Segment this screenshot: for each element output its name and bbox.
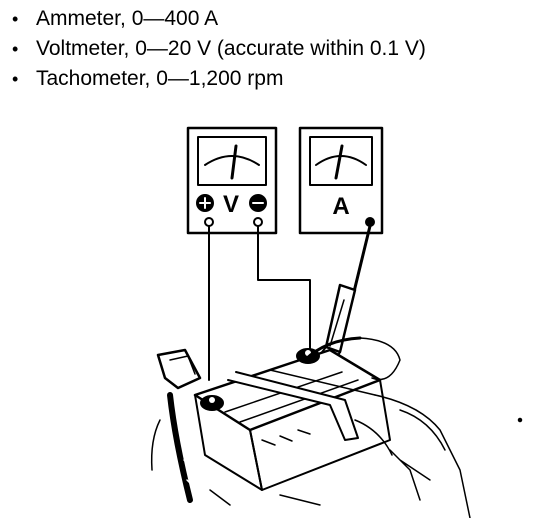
voltmeter-label: V [223, 191, 239, 218]
speck [517, 417, 523, 423]
voltmeter-needle [230, 144, 238, 180]
ammeter: A [298, 126, 384, 235]
battery [193, 348, 391, 491]
hold-down-strap [227, 369, 376, 441]
list-item: • Tachometer, 0—1,200 rpm [12, 64, 426, 94]
list-item-text: Tachometer, 0—1,200 rpm [36, 67, 284, 90]
voltmeter-jack-positive [204, 217, 214, 227]
bullet: • [12, 69, 19, 89]
voltmeter-jack-negative [253, 217, 263, 227]
strap-rod [269, 369, 376, 396]
ammeter-dial [309, 136, 373, 186]
terminal-cover-edge [169, 355, 196, 375]
engine-component [359, 337, 401, 381]
voltmeter-case [186, 126, 278, 235]
negative-cable [303, 336, 362, 362]
battery-vent-caps [261, 429, 311, 446]
ammeter-label: A [332, 193, 349, 220]
bay-contour [399, 409, 446, 451]
voltmeter: V [186, 126, 278, 235]
test-leads [208, 224, 372, 381]
bullet: • [12, 39, 19, 59]
list-item-text: Ammeter, 0—400 A [36, 7, 219, 30]
ammeter-lead [350, 224, 372, 302]
terminal-cover [156, 348, 202, 390]
positive-cable [167, 392, 193, 503]
list-item-text: Voltmeter, 0—20 V (accurate within 0.1 V… [36, 37, 426, 60]
bullet: • [12, 9, 19, 29]
bay-hose [354, 419, 393, 456]
cable-pattern [175, 399, 196, 489]
plus-sign-icon [199, 197, 211, 209]
equipment-list: • Ammeter, 0—400 A • Voltmeter, 0—20 V (ac… [12, 4, 426, 94]
battery-right-side [249, 379, 391, 491]
engine-bay [150, 337, 523, 518]
ammeter-case [298, 126, 384, 235]
voltmeter-negative-lead [257, 225, 311, 351]
bay-detail [389, 449, 431, 501]
bay-left-edge [150, 419, 161, 471]
clamp-detail [329, 299, 345, 347]
voltmeter-dial [197, 136, 267, 186]
voltmeter-scale [204, 155, 260, 166]
strap-bar [227, 371, 359, 441]
bay-edge [374, 394, 471, 518]
list-item: • Ammeter, 0—400 A [12, 4, 426, 34]
terminal-bolt [209, 397, 215, 403]
battery-cables [167, 336, 362, 503]
list-item: • Voltmeter, 0—20 V (accurate within 0.1 … [12, 34, 426, 64]
ammeter-needle [334, 144, 344, 180]
bay-bottom-lines [209, 489, 321, 506]
